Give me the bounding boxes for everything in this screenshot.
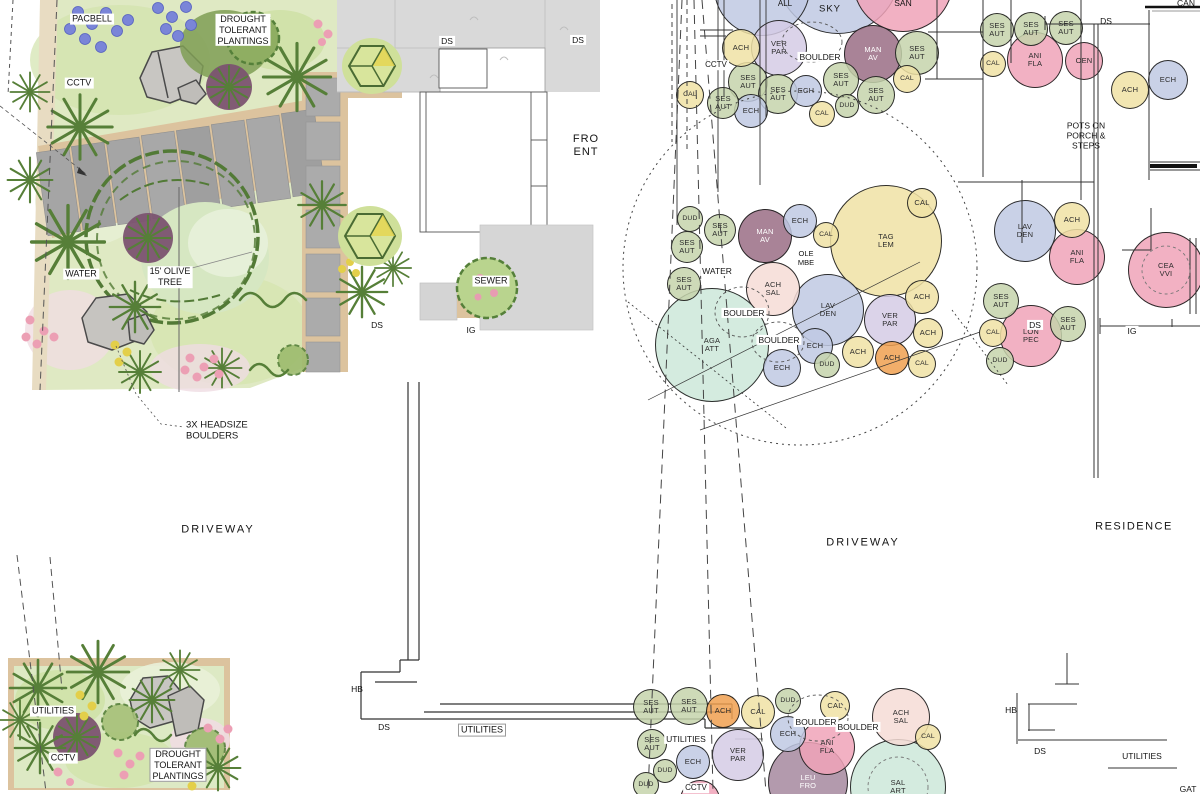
plant-circle-ses-aut: SES AUT	[857, 76, 895, 114]
plant-circle-ses-aut: SES AUT	[980, 13, 1014, 47]
plant-circle-oen: OEN	[1065, 42, 1103, 80]
plant-circle-ach: ACH	[1111, 71, 1149, 109]
plant-circle-cal: CAL	[907, 188, 937, 218]
plant-circle-cal: CAL	[980, 51, 1006, 77]
plant-circle-dud: DUD	[653, 759, 677, 783]
plant-circle-unlabeled	[680, 780, 720, 794]
plant-circle-ach: ACH	[722, 29, 760, 67]
plant-circle-cal: CAL	[979, 319, 1007, 347]
plant-circle-ech: ECH	[783, 204, 817, 238]
plant-circle-ses-aut: SES AUT	[637, 729, 667, 759]
plant-circle-ach: ACH	[875, 341, 909, 375]
hex-planters	[338, 38, 402, 266]
left-site-lines	[0, 0, 185, 793]
plant-circle-cal: CAL	[893, 65, 921, 93]
plant-circle-ses-aut: SES AUT	[671, 231, 703, 263]
plant-circle-dud: DUD	[835, 94, 859, 118]
plant-circle-ses-aut: SES AUT	[670, 687, 708, 725]
plant-circle-ses-aut: SES AUT	[707, 87, 739, 119]
plant-circle-dud: DUD	[814, 352, 840, 378]
plant-circle-ses-aut: SES AUT	[633, 689, 669, 725]
plant-circle-cal: CAL	[908, 350, 936, 378]
plant-circle-cal: CAL	[820, 691, 850, 721]
plant-circle-ech: ECH	[763, 349, 801, 387]
plant-circle-ech: ECH	[770, 716, 806, 752]
plant-circle-ses-aut: SES AUT	[895, 31, 939, 75]
plant-circle-cea-vvi: CEA VVI	[1128, 232, 1200, 308]
plant-circle-ach-sal: ACH SAL	[746, 262, 800, 316]
plant-circle-ach: ACH	[1054, 202, 1090, 238]
plant-circle-ver-par: VER PAR	[712, 729, 764, 781]
plant-circle-cal: CAL	[809, 101, 835, 127]
plant-circle-ech: ECH	[676, 745, 710, 779]
plant-circle-ach: ACH	[706, 694, 740, 728]
plant-circle-cal: CAL	[676, 81, 704, 109]
plant-circle-dud: DUD	[775, 688, 801, 714]
plant-circle-ses-aut: SES AUT	[704, 214, 736, 246]
plant-circle-ses-aut: SES AUT	[1050, 306, 1086, 342]
plant-circle-ech: ECH	[1148, 60, 1188, 100]
flowers	[21, 1, 360, 791]
plant-circle-ses-aut: SES AUT	[983, 283, 1019, 319]
plant-circle-cal: CAL	[813, 222, 839, 248]
plant-circle-ani-fla: ANI FLA	[799, 719, 855, 775]
plant-circle-lav-den: LAV DEN	[994, 200, 1056, 262]
plant-circle-ech: ECH	[734, 94, 768, 128]
plant-circle-cal: CAL	[915, 724, 941, 750]
plant-circle-dud: DUD	[677, 206, 703, 232]
plant-circle-ani-fla: ANI FLA	[1049, 229, 1105, 285]
plant-circle-dud: DUD	[986, 347, 1014, 375]
plant-circle-ach: ACH	[905, 280, 939, 314]
plant-circle-ach: ACH	[842, 336, 874, 368]
plant-circle-cal: CAL	[741, 695, 775, 729]
plant-circle-ach: ACH	[913, 318, 943, 348]
plant-circle-ses-aut: SES AUT	[823, 62, 859, 98]
plant-circle-ses-aut: SES AUT	[1049, 11, 1083, 45]
plant-circle-ses-aut: SES AUT	[667, 267, 701, 301]
plant-circle-ses-aut: SES AUT	[1014, 12, 1048, 46]
